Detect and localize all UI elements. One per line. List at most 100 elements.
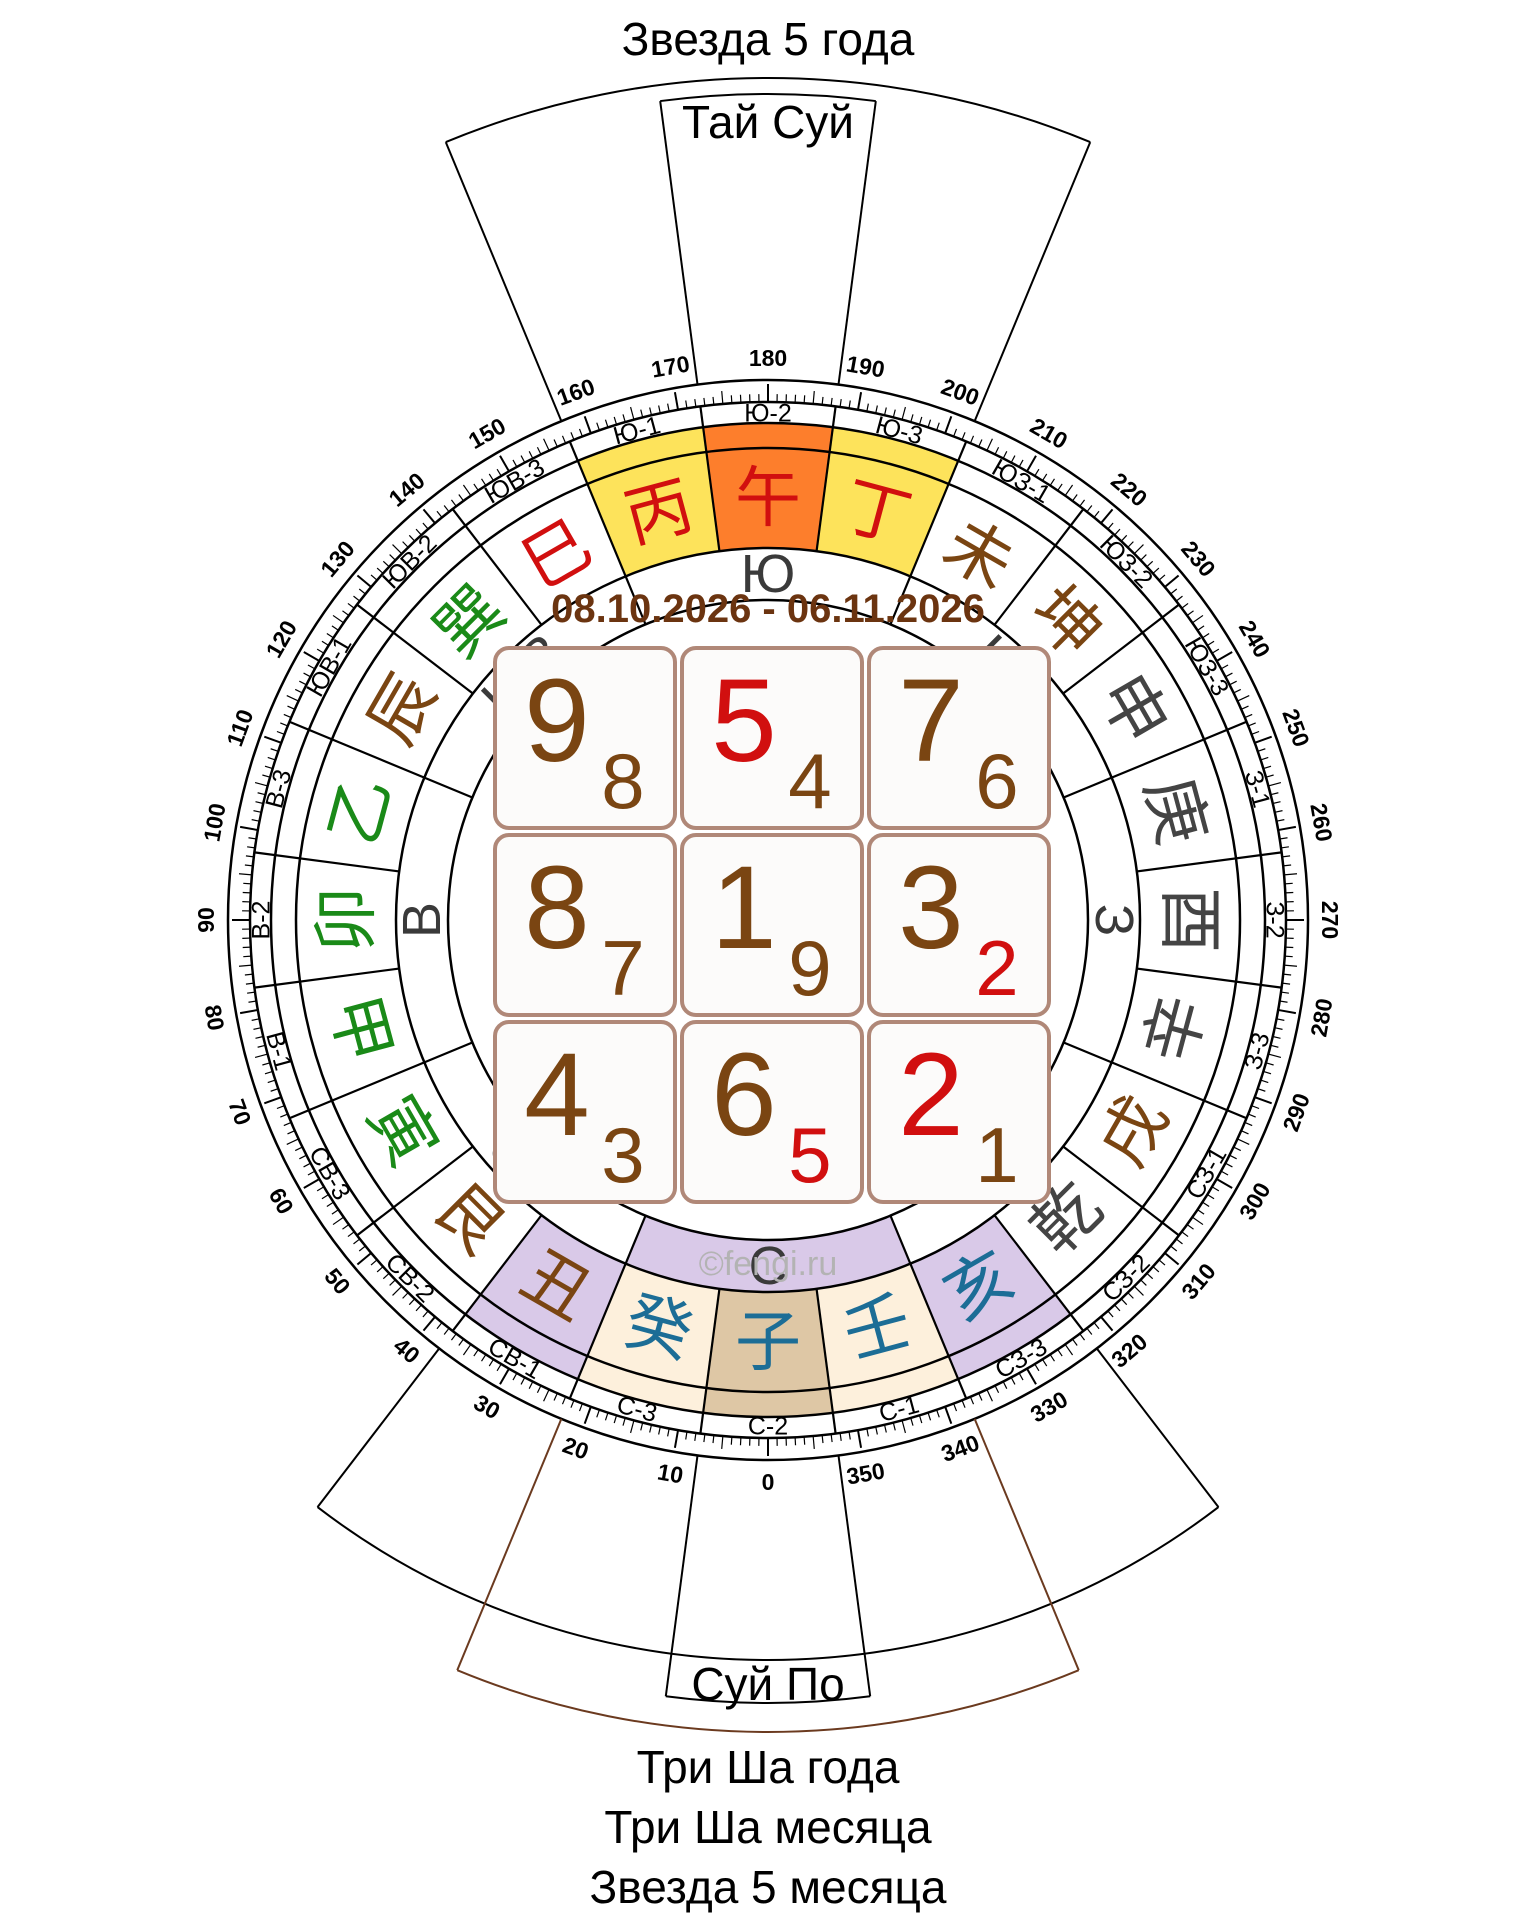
sector-sublabel: ЮЗ-2 (1094, 530, 1158, 594)
grid-small-number: 4 (788, 737, 831, 825)
grid-cell (867, 1020, 1051, 1204)
watermark: ©fengi.ru (699, 1245, 837, 1283)
sector-fills (465, 422, 1071, 1418)
sector-sublabel: З-2 (1261, 901, 1289, 938)
grid-cell (493, 833, 677, 1017)
grid-big-number: 9 (524, 655, 590, 787)
grid-big-number: 3 (898, 842, 964, 974)
sector-hanzi: 庚 (1130, 769, 1221, 853)
degree-label: 290 (1277, 1090, 1315, 1135)
star5-month-arc (456, 1669, 1080, 1733)
sector-sublabel: ЮВ-1 (301, 632, 357, 702)
sector-sublabel: В-2 (248, 901, 276, 940)
degree-label: 0 (762, 1469, 775, 1495)
three-sha-year-arc (316, 1506, 1220, 1661)
star5-month-label: Звезда 5 месяца (590, 1861, 947, 1913)
sector-hanzi: 甲 (315, 987, 406, 1071)
degree-label: 90 (193, 907, 219, 933)
degree-label: 40 (389, 1332, 425, 1368)
grid-small-number: 5 (788, 1111, 831, 1199)
sector-sublabel: СВ-2 (380, 1248, 440, 1308)
grid-big-number: 7 (898, 655, 964, 787)
degree-ticks (232, 384, 1304, 1456)
grid-cell (680, 646, 864, 830)
sector-hanzi: 申 (1084, 661, 1184, 757)
degree-label: 10 (656, 1458, 686, 1488)
date-range: 08.10.2026 - 06.11.2026 (551, 587, 985, 631)
sector-sublabel: ЮВ-3 (480, 453, 550, 509)
degree-label: 120 (260, 616, 302, 662)
grid-cell (680, 833, 864, 1017)
grid-cell (680, 1020, 864, 1204)
sector-sublabel: З-3 (1239, 1029, 1276, 1072)
grid-cell (493, 646, 677, 830)
degree-label: 20 (559, 1432, 592, 1465)
sector-sublabel: З-1 (1239, 767, 1276, 810)
grid-big-number: 1 (711, 842, 777, 974)
grid-small-number: 2 (975, 924, 1018, 1012)
grid-small-number: 3 (601, 1111, 644, 1199)
grid-big-number: 4 (524, 1029, 590, 1161)
grid-cell (493, 1020, 677, 1204)
degree-label: 270 (1317, 901, 1343, 939)
sector-dividers (254, 406, 1282, 1434)
sector-sublabel: СЗ-2 (1097, 1249, 1156, 1308)
degree-label: 180 (749, 345, 787, 371)
grid-cell (867, 646, 1051, 830)
degree-label: 350 (844, 1457, 886, 1489)
sui-po-arc (665, 1695, 871, 1704)
degree-label: 190 (844, 350, 886, 382)
direction-label: В (392, 902, 452, 938)
degree-label: 70 (223, 1096, 256, 1129)
tai-sui-arc (660, 93, 876, 103)
grid-small-number: 8 (601, 737, 644, 825)
grid-cell (867, 833, 1051, 1017)
degree-label: 280 (1305, 996, 1337, 1038)
annual-arcs (316, 76, 1220, 1733)
grid-small-number: 9 (788, 924, 831, 1012)
degree-label: 340 (938, 1429, 983, 1467)
degree-label: 80 (200, 1003, 230, 1033)
degree-label: 60 (264, 1183, 299, 1218)
sector-hanzi: 酉 (1152, 887, 1229, 953)
sector-sublabel: В-1 (260, 1029, 297, 1074)
sector-hanzi: 辛 (1130, 987, 1221, 1071)
rings (226, 378, 1310, 1462)
sui-po-label: Суй По (691, 1658, 844, 1710)
sector-hanzi: 子 (735, 1304, 801, 1381)
grid-big-number: 5 (711, 655, 777, 787)
degree-label: 30 (469, 1389, 504, 1424)
grid-big-number: 8 (524, 842, 590, 974)
degree-label: 250 (1277, 705, 1315, 750)
sector-hanzi: 寅 (353, 1083, 453, 1179)
grid-small-number: 1 (975, 1111, 1018, 1199)
degree-label: 240 (1234, 616, 1276, 662)
sector-hanzi: 戌 (1084, 1083, 1184, 1179)
degree-label: 50 (319, 1263, 355, 1299)
sector-sublabel: В-3 (260, 766, 297, 811)
sector-hanzi: 卯 (308, 887, 385, 953)
sector-sublabel: Ю-2 (744, 400, 792, 428)
grid-small-number: 6 (975, 737, 1018, 825)
degree-label: 100 (198, 801, 230, 843)
three-sha-year-label: Три Ша года (637, 1741, 900, 1793)
degree-label: 300 (1234, 1178, 1276, 1224)
degree-label: 150 (464, 412, 510, 454)
degree-label: 160 (553, 373, 598, 411)
star5-year-label: Звезда 5 года (622, 13, 915, 65)
grid-small-number: 7 (601, 924, 644, 1012)
degree-label: 330 (1026, 1386, 1072, 1428)
degree-label: 260 (1305, 801, 1337, 843)
degree-label: 200 (938, 373, 983, 411)
sector-hanzi: 辰 (353, 661, 453, 757)
grid-big-number: 2 (898, 1029, 964, 1161)
direction-label: Ю (741, 544, 796, 604)
sector-hanzi: 乙 (315, 769, 406, 853)
tai-sui-label: Тай Суй (682, 96, 854, 148)
degree-label: 210 (1026, 412, 1072, 454)
direction-label: С (749, 1236, 788, 1296)
three-sha-month-label: Три Ша месяца (604, 1801, 932, 1853)
grid-big-number: 6 (711, 1029, 777, 1161)
